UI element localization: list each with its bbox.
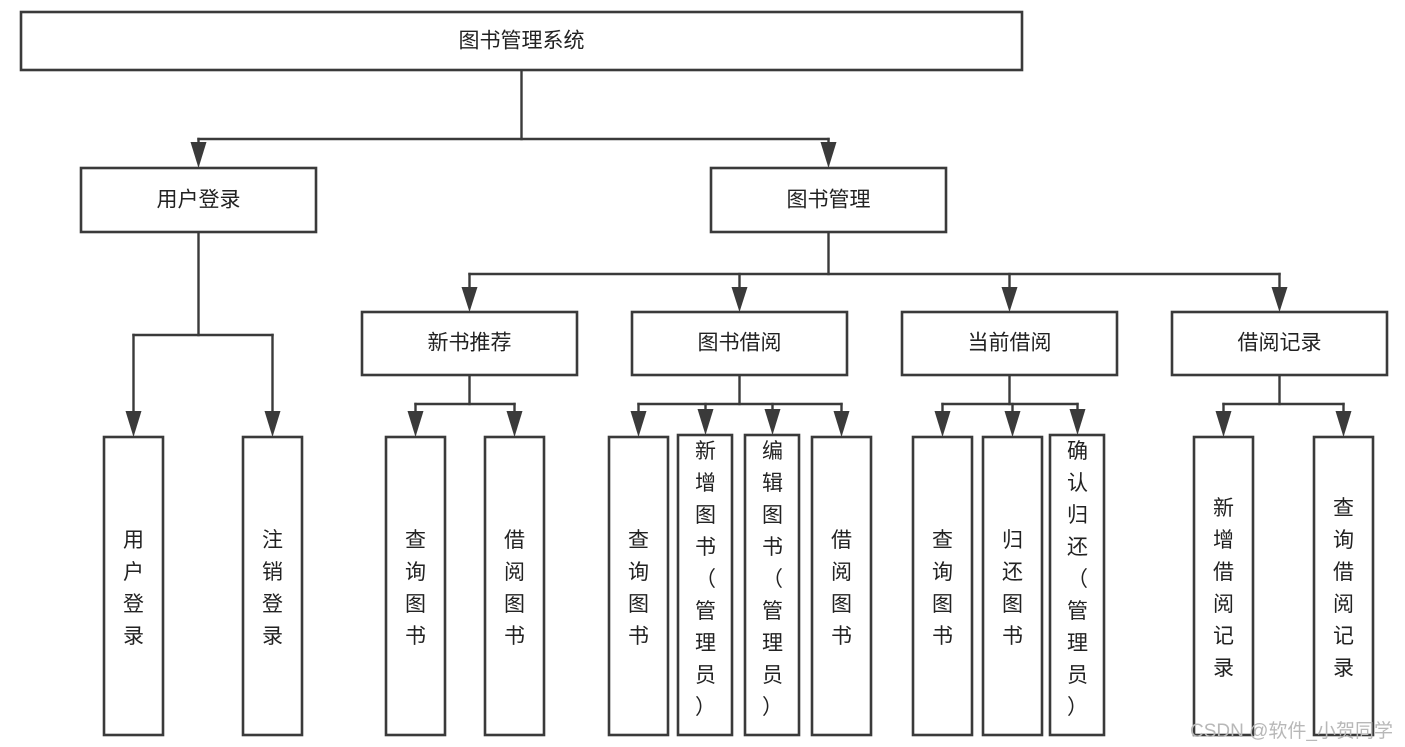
arrow-head-icon xyxy=(264,411,281,437)
leaf-edit-book-label: 编辑图书（管理员） xyxy=(762,440,783,719)
leaf-query-book-rec[interactable]: 查询图书 xyxy=(384,435,447,737)
node-current-borrow[interactable]: 当前借阅 xyxy=(900,310,1119,377)
arrow-head-icon xyxy=(820,142,837,168)
leaf-query-book-borrow[interactable]: 查询图书 xyxy=(607,435,670,737)
node-new-book-recommend-box[interactable] xyxy=(360,310,579,377)
leaf-add-borrow-record-box[interactable] xyxy=(1192,435,1255,737)
node-borrow-record-box[interactable] xyxy=(1170,310,1389,377)
connector-group-user-login xyxy=(125,230,281,437)
leaf-user-logout-label: 注销登录 xyxy=(262,529,283,648)
leaf-add-book-box[interactable] xyxy=(676,433,734,737)
connector-group-new-book-recommend xyxy=(407,373,523,437)
leaf-user-login-label: 用户登录 xyxy=(123,529,144,648)
arrow-head-icon xyxy=(934,411,951,437)
leaf-query-book-current[interactable]: 查询图书 xyxy=(911,435,974,737)
node-current-borrow-label: 当前借阅 xyxy=(968,332,1052,355)
leaf-edit-book[interactable]: 编辑图书（管理员） xyxy=(743,433,801,737)
arrow-head-icon xyxy=(1001,287,1018,312)
arrow-head-icon xyxy=(1004,411,1021,437)
arrow-head-icon xyxy=(407,411,424,437)
leaf-return-book[interactable]: 归还图书 xyxy=(981,435,1044,737)
leaf-user-login[interactable]: 用户登录 xyxy=(102,435,165,737)
leaf-query-book-rec-box[interactable] xyxy=(384,435,447,737)
arrow-head-icon xyxy=(764,409,781,435)
leaf-user-logout[interactable]: 注销登录 xyxy=(241,435,304,737)
arrow-head-icon xyxy=(697,409,714,435)
leaf-add-book[interactable]: 新增图书（管理员） xyxy=(676,433,734,737)
arrow-head-icon xyxy=(506,411,523,437)
connector-group-borrow-record xyxy=(1215,373,1352,437)
leaf-query-borrow-record-box[interactable] xyxy=(1312,435,1375,737)
leaf-user-login-box[interactable] xyxy=(102,435,165,737)
node-book-borrow[interactable]: 图书借阅 xyxy=(630,310,849,377)
leaf-return-book-box[interactable] xyxy=(981,435,1044,737)
node-book-borrow-box[interactable] xyxy=(630,310,849,377)
leaf-add-borrow-record-label: 新增借阅记录 xyxy=(1213,497,1234,680)
leaf-edit-book-box[interactable] xyxy=(743,433,801,737)
arrow-head-icon xyxy=(125,411,142,437)
arrow-head-icon xyxy=(630,411,647,437)
node-root-label: 图书管理系统 xyxy=(459,30,585,53)
node-borrow-record-label: 借阅记录 xyxy=(1238,332,1322,355)
arrow-head-icon xyxy=(1069,409,1086,435)
leaf-borrow-book-label: 借阅图书 xyxy=(831,529,852,648)
connector-group-book-management xyxy=(461,230,1288,312)
leaf-borrow-book[interactable]: 借阅图书 xyxy=(810,435,873,737)
node-user-login-box[interactable] xyxy=(79,166,318,234)
leaf-return-book-label: 归还图书 xyxy=(1002,529,1023,648)
node-new-book-recommend[interactable]: 新书推荐 xyxy=(360,310,579,377)
arrow-head-icon xyxy=(1335,411,1352,437)
leaf-query-book-borrow-box[interactable] xyxy=(607,435,670,737)
arrow-head-icon xyxy=(833,411,850,437)
connector-group-current-borrow xyxy=(934,373,1086,437)
leaf-borrow-book-rec[interactable]: 借阅图书 xyxy=(483,435,546,737)
node-book-management-label: 图书管理 xyxy=(787,189,871,212)
node-current-borrow-box[interactable] xyxy=(900,310,1119,377)
node-book-management[interactable]: 图书管理 xyxy=(709,166,948,234)
leaf-confirm-return[interactable]: 确认归还（管理员） xyxy=(1048,433,1106,737)
leaf-query-book-current-label: 查询图书 xyxy=(932,529,953,648)
leaf-query-borrow-record[interactable]: 查询借阅记录 xyxy=(1312,435,1375,737)
leaf-borrow-book-box[interactable] xyxy=(810,435,873,737)
arrow-head-icon xyxy=(190,142,207,168)
leaf-query-book-borrow-label: 查询图书 xyxy=(628,529,649,648)
node-root[interactable]: 图书管理系统 xyxy=(19,10,1024,72)
node-book-borrow-label: 图书借阅 xyxy=(698,332,782,355)
node-user-login[interactable]: 用户登录 xyxy=(79,166,318,234)
node-root-box[interactable] xyxy=(19,10,1024,72)
leaf-query-book-rec-label: 查询图书 xyxy=(405,529,426,648)
arrow-head-icon xyxy=(461,287,478,312)
leaf-borrow-book-rec-box[interactable] xyxy=(483,435,546,737)
leaf-query-borrow-record-label: 查询借阅记录 xyxy=(1333,497,1354,680)
arrow-head-icon xyxy=(1271,287,1288,312)
connector-group-book-borrow xyxy=(630,373,850,437)
leaf-confirm-return-label: 确认归还（管理员） xyxy=(1067,440,1088,719)
leaf-query-book-current-box[interactable] xyxy=(911,435,974,737)
leaf-borrow-book-rec-label: 借阅图书 xyxy=(504,529,525,648)
leaf-user-logout-box[interactable] xyxy=(241,435,304,737)
arrow-head-icon xyxy=(731,287,748,312)
node-user-login-label: 用户登录 xyxy=(157,189,241,212)
node-new-book-recommend-label: 新书推荐 xyxy=(428,332,512,355)
node-book-management-box[interactable] xyxy=(709,166,948,234)
node-borrow-record[interactable]: 借阅记录 xyxy=(1170,310,1389,377)
arrow-head-icon xyxy=(1215,411,1232,437)
connector-group-root xyxy=(190,68,837,168)
leaf-add-borrow-record[interactable]: 新增借阅记录 xyxy=(1192,435,1255,737)
leaf-add-book-label: 新增图书（管理员） xyxy=(695,440,716,719)
leaf-confirm-return-box[interactable] xyxy=(1048,433,1106,737)
